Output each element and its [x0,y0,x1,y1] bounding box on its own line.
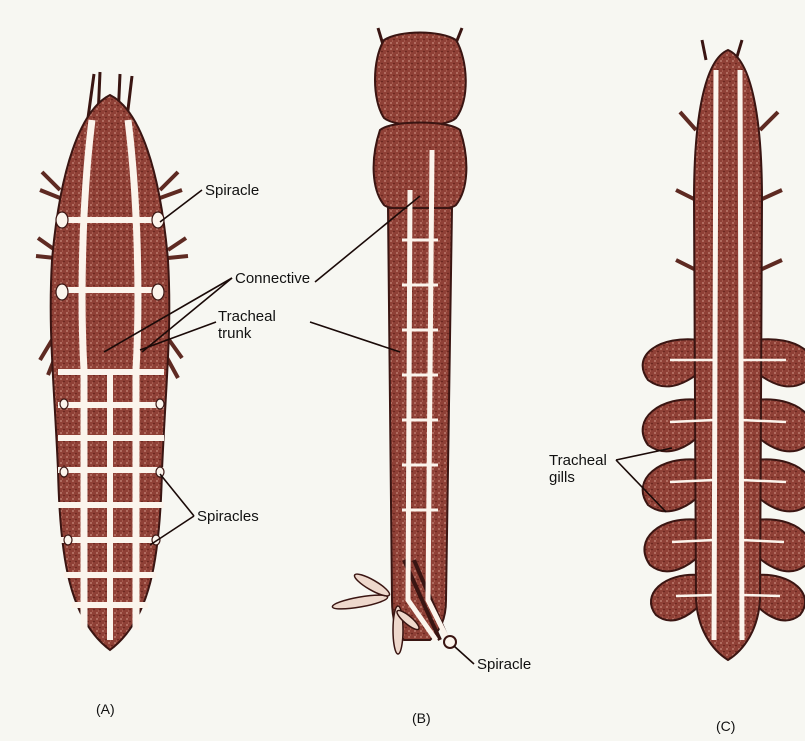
label-spiracle-b: Spiracle [477,656,531,673]
panel-label-b: (B) [412,710,431,726]
label-spiracle-a: Spiracle [205,182,259,199]
label-tracheal-gills: Tracheal gills [549,452,619,486]
panel-label-a: (A) [96,701,115,717]
label-tracheal-trunk: Tracheal trunk [218,308,288,342]
panel-label-c: (C) [716,718,735,734]
label-spiracles: Spiracles [197,508,259,525]
larva-a [36,72,188,650]
label-connective: Connective [235,270,310,287]
larva-b [332,28,467,654]
larva-c [643,40,805,660]
